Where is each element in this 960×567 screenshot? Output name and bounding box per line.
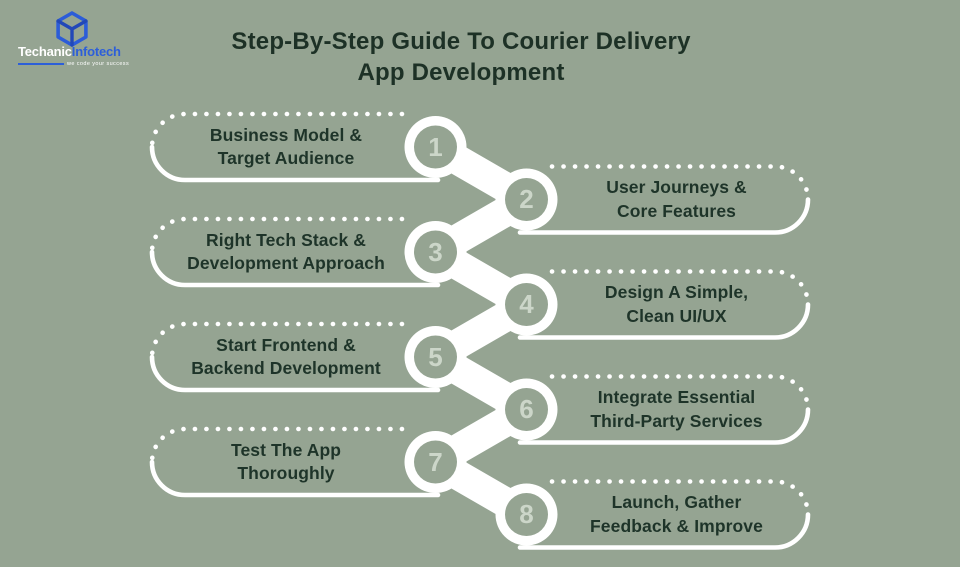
step-1-label: Business Model & Target Audience xyxy=(152,114,420,180)
step-5-label-line-1: Start Frontend & xyxy=(216,334,356,355)
step-3-label-line-2: Development Approach xyxy=(187,253,385,273)
pill-3-dotted xyxy=(149,216,405,255)
pill-5-solid xyxy=(149,354,441,393)
step-3-number: 3 xyxy=(428,236,443,267)
step-4-label: Design A Simple, Clean UI/UX xyxy=(545,272,808,338)
tagline-underline xyxy=(18,62,64,66)
step-2-label-line-1: User Journeys & xyxy=(606,177,747,197)
page-title-line-1: Step-By-Step Guide To Courier Delivery xyxy=(231,28,691,55)
brand-name: TechanicInfotech xyxy=(18,44,121,59)
step-3-label-line-1: Right Tech Stack & xyxy=(206,229,366,250)
pill-7-dotted xyxy=(149,426,405,465)
page-title-line-2: App Development xyxy=(357,59,565,86)
pill-5-dotted xyxy=(149,321,405,360)
pill-2-solid xyxy=(517,197,811,235)
step-6-number: 6 xyxy=(519,394,534,424)
step-6-label: Integrate Essential Third-Party Services xyxy=(545,377,808,443)
step-5-label-line-2: Backend Development xyxy=(191,358,381,378)
number-rings xyxy=(404,116,558,546)
step-8-label-line-2: Feedback & Improve xyxy=(590,515,763,536)
logo: TechanicInfotech we code your success xyxy=(18,8,178,68)
pill-3-solid xyxy=(149,249,441,288)
step-5-number: 5 xyxy=(428,341,443,372)
step-5-label: Start Frontend & Backend Development xyxy=(152,324,420,390)
step-6-label-line-2: Third-Party Services xyxy=(590,410,763,431)
step-6-label-line-1: Integrate Essential xyxy=(597,387,756,407)
pill-8-solid xyxy=(517,512,811,550)
brand-tagline: we code your success xyxy=(67,61,130,67)
step-7-label-line-2: Thoroughly xyxy=(237,463,335,483)
step-8-label-line-1: Launch, Gather xyxy=(611,492,742,512)
step-2-label-line-2: Core Features xyxy=(617,200,736,221)
step-7-label: Test The App Thoroughly xyxy=(152,429,420,495)
step-1-number: 1 xyxy=(428,131,443,162)
brand-name-secondary: Infotech xyxy=(71,44,121,59)
pill-4-solid xyxy=(517,302,811,340)
step-7-number: 7 xyxy=(428,446,443,477)
step-4-label-line-1: Design A Simple, xyxy=(604,282,749,302)
step-3-label: Right Tech Stack & Development Approach xyxy=(152,219,420,285)
step-2-label: User Journeys & Core Features xyxy=(545,167,808,233)
step-4-number: 4 xyxy=(519,289,534,319)
step-2-number: 2 xyxy=(519,184,534,214)
pill-7-solid xyxy=(149,459,441,498)
pill-6-solid xyxy=(517,407,811,445)
step-7-label-line-1: Test The App xyxy=(230,439,342,460)
pill-1-dotted xyxy=(149,111,405,150)
brand-name-primary: Techanic xyxy=(18,44,72,59)
step-8-label: Launch, Gather Feedback & Improve xyxy=(545,482,808,548)
brand-tagline-row: we code your success xyxy=(18,61,129,67)
step-1-label-line-2: Target Audience xyxy=(217,148,355,168)
step-8-number: 8 xyxy=(519,499,534,529)
logo-cube-icon xyxy=(56,11,88,47)
pill-1-solid xyxy=(149,144,441,183)
pill-outlines xyxy=(149,111,811,550)
page-title: Step-By-Step Guide To Courier Delivery A… xyxy=(61,26,861,88)
step-4-label-line-2: Clean UI/UX xyxy=(626,305,727,326)
step-1-label-line-1: Business Model & xyxy=(209,124,363,145)
